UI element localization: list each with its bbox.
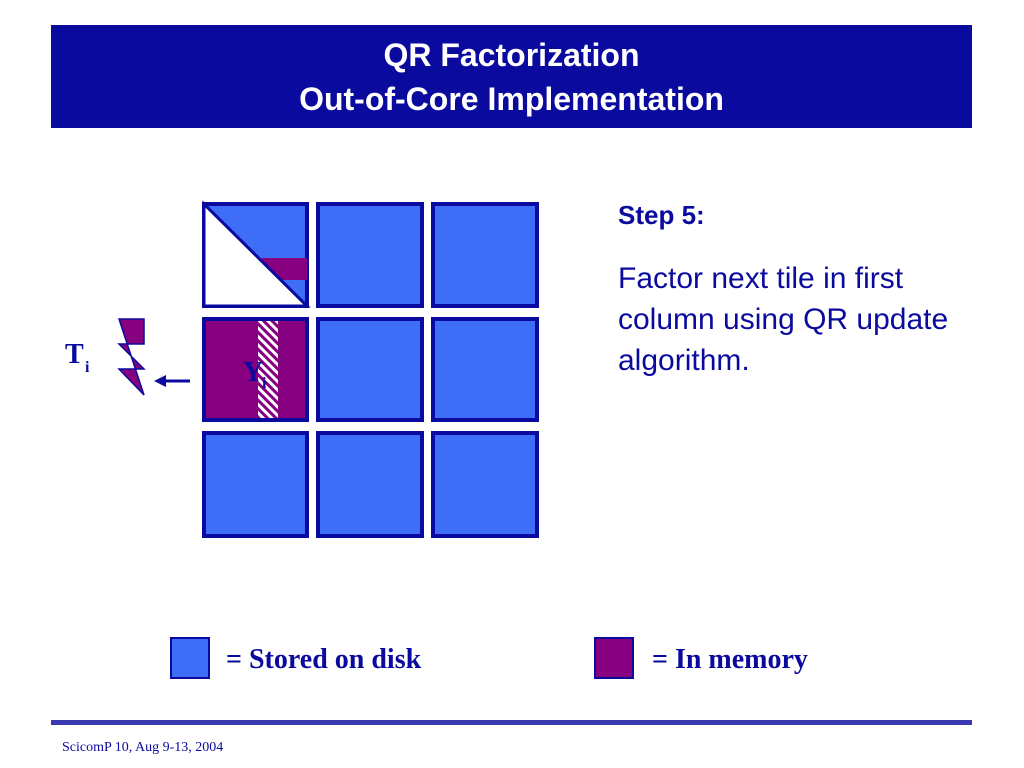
ti-sawtooth-shape [117,318,146,396]
tile-r3c3 [431,431,539,538]
legend-disk-swatch [170,637,210,679]
footer-rule [51,720,972,725]
slide-title-line-2: Out-of-Core Implementation [299,81,724,117]
ti-subscript: i [85,359,90,376]
step-title: Step 5: [618,200,705,230]
tile-r2c2 [316,317,424,422]
legend-memory-label: = In memory [652,644,808,675]
tile-r1c3 [431,202,539,308]
left-arrow-icon [154,375,190,387]
tile-r1c1 [202,200,311,308]
tile-r2c1 [202,317,309,422]
tile-r2c3 [431,317,539,422]
footer-text: ScicomP 10, Aug 9-13, 2004 [62,740,224,755]
yi-label: Y [243,357,263,388]
title-bar: QR Factorization Out-of-Core Implementat… [51,25,972,128]
yi-hatched-column [258,321,278,418]
yi-subscript: i [262,375,267,392]
ti-label: T [65,339,84,370]
slide-title-line-1: QR Factorization [383,37,640,73]
legend-memory-swatch [594,637,634,679]
legend-disk-label: = Stored on disk [226,644,422,675]
r-factor-triangle [202,200,311,308]
tile-r3c2 [316,431,424,538]
step-description: Factor next tile in first column using Q… [618,262,949,377]
tile-r1c2 [316,202,424,308]
tile-r3c1 [202,431,309,538]
